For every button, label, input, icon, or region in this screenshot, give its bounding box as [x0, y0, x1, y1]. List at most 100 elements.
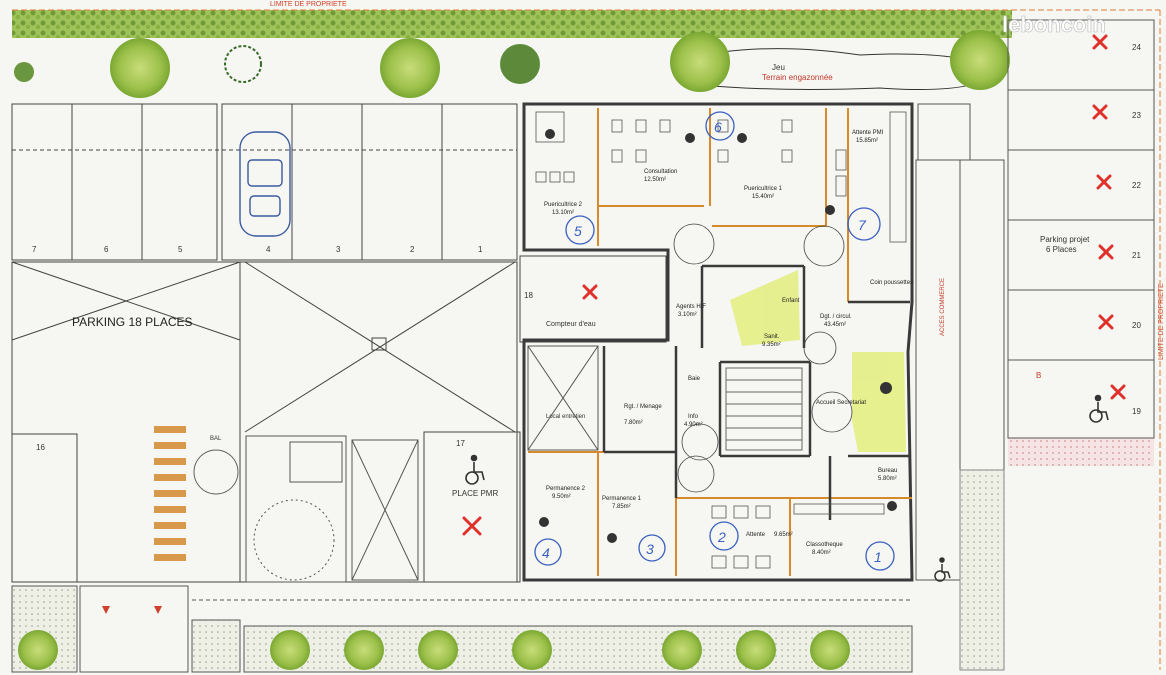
room-agents-name: Agents H/F: [676, 304, 706, 310]
space-3: 3: [336, 245, 341, 254]
space-16-label: 16: [36, 443, 45, 452]
space-2: 2: [410, 245, 415, 254]
room-classotheque-area: 8.40m²: [812, 550, 831, 556]
pink-zone: [1008, 438, 1154, 466]
local-entretien-label: Local entretien: [546, 414, 585, 420]
car-icon: [239, 131, 291, 237]
stair-core: [245, 435, 419, 583]
wheelchair-icon-projet: [1089, 394, 1109, 423]
projet-space-23: 23: [1132, 111, 1141, 120]
room-sanitaires-area: 9.35m²: [762, 342, 781, 348]
bal-circle: [193, 449, 239, 495]
space-16-box: [11, 433, 78, 583]
door-swings: [673, 223, 853, 493]
ramp-steps: [154, 426, 186, 561]
room-info-area: 4.90m²: [684, 422, 703, 428]
space-4: 4: [266, 245, 271, 254]
room-bureau-name: Bureau: [878, 468, 897, 474]
room-attente-pmi-name: Attente PMI: [852, 130, 884, 136]
circle-2: 2: [717, 529, 726, 545]
room-coin-poussettes: Coin poussettes: [870, 280, 913, 286]
room-permanence2-area: 9.50m²: [552, 494, 571, 500]
space-17-label: 17: [456, 439, 465, 448]
room-bureau-area: 5.80m²: [878, 476, 897, 482]
red-x-marks: [462, 34, 1126, 536]
room-puericultrice2-name: Puericultrice 2: [544, 202, 583, 208]
garden-title: Jeu: [772, 63, 785, 72]
room-consultation-area: 12.50m²: [644, 177, 666, 183]
room-number-circles: [534, 111, 895, 571]
room-puericultrice2-area: 13.10m²: [552, 210, 574, 216]
projet-space-22: 22: [1132, 181, 1141, 190]
parking-projet-title: Parking projet: [1040, 235, 1090, 244]
room-degagement-area: 43.45m²: [824, 322, 846, 328]
trees-top: [14, 30, 1010, 98]
space-6: 6: [104, 245, 109, 254]
garden-subtitle: Terrain engazonnée: [762, 73, 833, 82]
space-18-label: 18: [524, 291, 533, 300]
counter-label: Compteur d'eau: [546, 321, 596, 328]
parking-lane: [11, 261, 518, 583]
top-limit-label: LIMITE DE PROPRIETE: [270, 1, 347, 8]
dark-walls: [598, 248, 910, 520]
pmr-label: PLACE PMR: [452, 489, 498, 498]
circle-3: 3: [646, 541, 654, 557]
room-permanence2-name: Permanence 2: [546, 486, 586, 492]
highlight-zones: [730, 270, 906, 452]
bal-label: BAL: [210, 436, 222, 442]
parking-projet-spaces: [1007, 19, 1155, 439]
circle-4: 4: [542, 545, 550, 561]
furniture: [535, 111, 907, 569]
projet-space-21: 21: [1132, 251, 1141, 260]
room-sanitaires-name: Sanit.: [764, 334, 780, 340]
space-18-box: [519, 255, 667, 343]
marker-b: B: [1036, 371, 1041, 380]
room-info-name: Info: [688, 414, 699, 420]
room-consultation-name: Consultation: [644, 169, 677, 175]
acces-label: ACCES COMMERCE: [940, 278, 946, 336]
wheelchair-icon: [465, 454, 485, 485]
projet-space-24: 24: [1132, 43, 1141, 52]
center-stairs: [725, 367, 803, 451]
projet-space-19: 19: [1132, 407, 1141, 416]
right-limit-label: LIMITE DE PROPRIETE: [1158, 283, 1165, 360]
trees-bottom: [18, 630, 850, 670]
room-baie: Baie: [688, 376, 701, 382]
space-5: 5: [178, 245, 183, 254]
room-degagement-name: Dgt. / circul.: [820, 314, 852, 320]
circle-5: 5: [574, 223, 582, 239]
room-puericultrice1-name: Puericultrice 1: [744, 186, 783, 192]
dark-chairs: [539, 129, 897, 543]
parking-title: PARKING 18 PLACES: [72, 315, 193, 329]
interior-walls: [528, 108, 912, 576]
space-7: 7: [32, 245, 37, 254]
space-1: 1: [478, 245, 483, 254]
circle-6: 6: [714, 119, 722, 135]
room-enfant: Enfant: [782, 298, 800, 304]
room-menage-area: 7.80m²: [624, 420, 643, 426]
circle-1: 1: [874, 549, 882, 565]
room-attente-area: 9.65m²: [774, 532, 793, 538]
room-agents-area: 3.10m²: [678, 312, 697, 318]
parking-top-block: [11, 103, 518, 261]
room-classotheque-name: Classotheque: [806, 542, 843, 548]
room-accueil: Accueil Secretariat: [816, 400, 866, 406]
top-hedge: [12, 10, 1012, 38]
parking-space-numbers: 7 6 5 4 3 2 1: [32, 245, 483, 254]
watermark-logo: leboncoin: [1002, 12, 1106, 37]
room-permanence1-area: 7.85m²: [612, 504, 631, 510]
projet-space-20: 20: [1132, 321, 1141, 330]
gravel-strip: [959, 469, 1005, 671]
wheelchair-icon-right: [934, 557, 951, 582]
local-entretien: [527, 345, 599, 451]
room-menage-name: Rgt. / Menage: [624, 404, 662, 410]
room-puericultrice1-area: 15.40m²: [752, 194, 774, 200]
circle-7: 7: [858, 217, 867, 233]
room-attente-name: Attente: [746, 532, 766, 538]
room-attente-pmi-area: 15.85m²: [856, 138, 878, 144]
pmr-space: [423, 431, 521, 583]
arrows-down: [102, 606, 162, 614]
parking-projet-subtitle: 6 Places: [1046, 245, 1077, 254]
room-permanence1-name: Permanence 1: [602, 496, 642, 502]
